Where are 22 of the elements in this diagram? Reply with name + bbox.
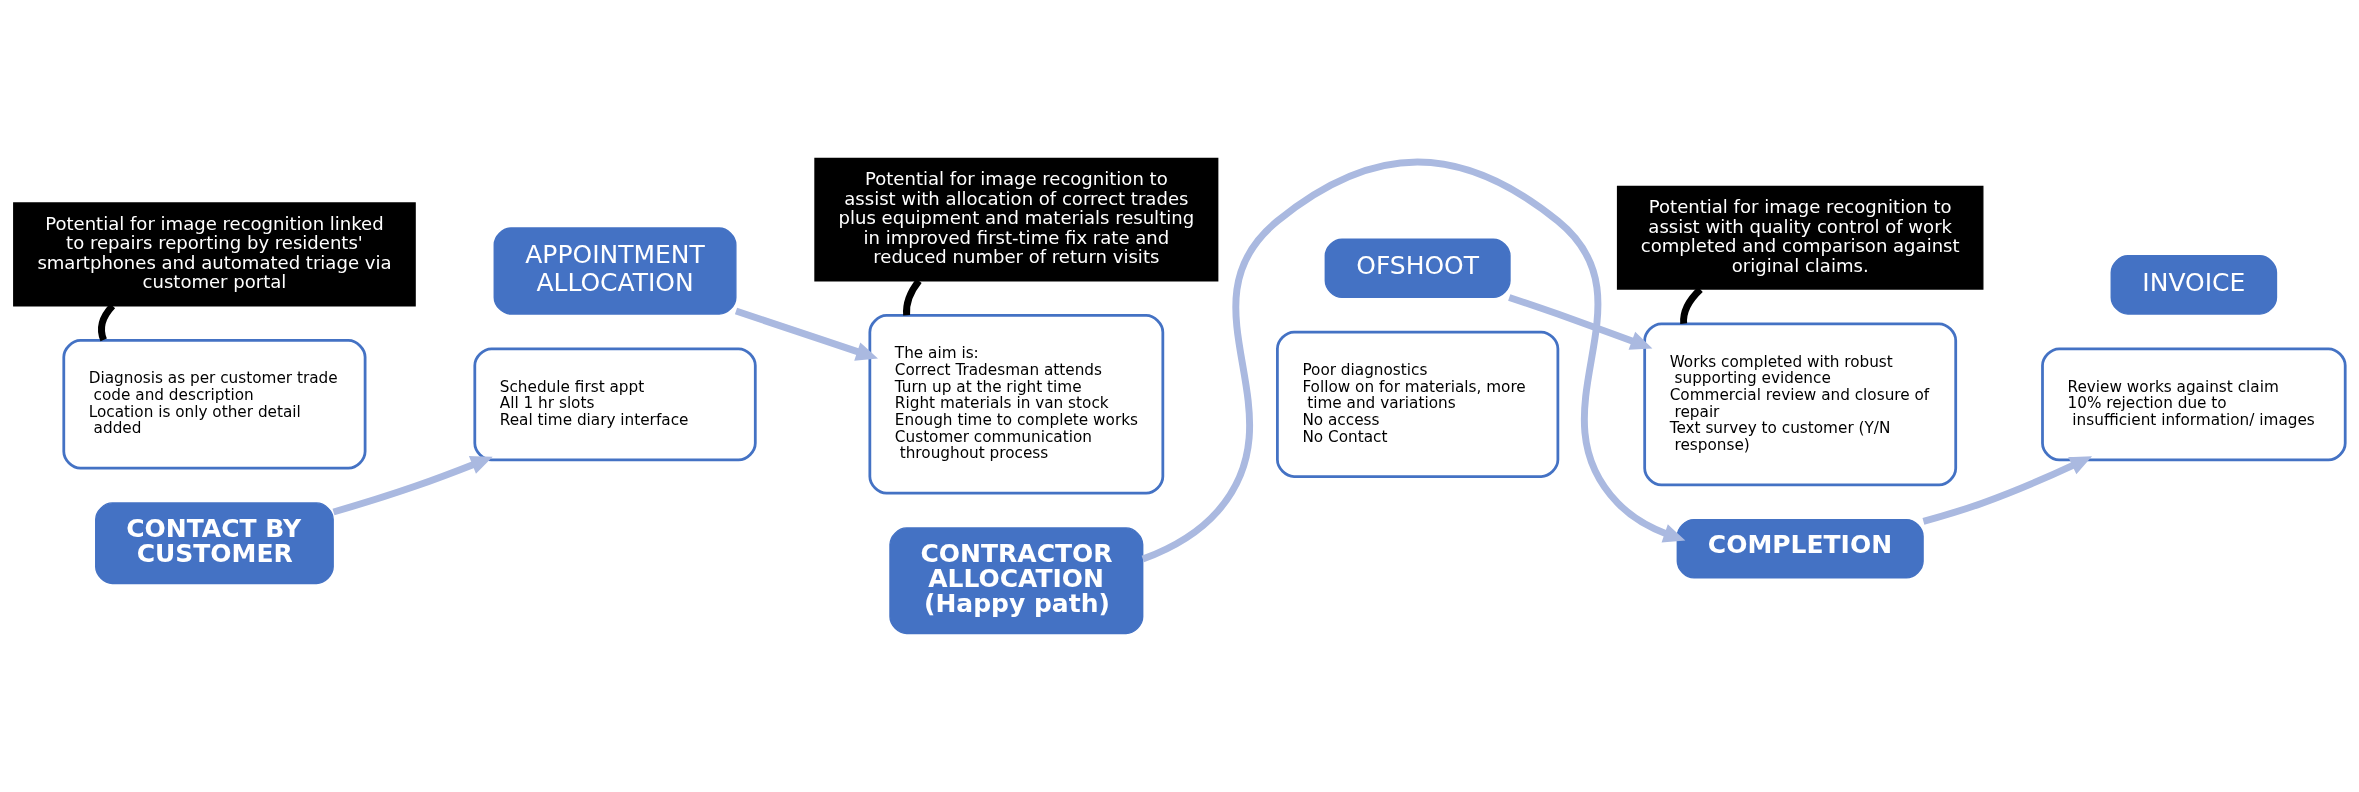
arrow [1922, 456, 2093, 525]
node-box: APPOINTMENT ALLOCATION [493, 227, 737, 315]
node-box: Potential for image recognition linked to repairs reporting by residents' smartphones and automated triage via customer portal [13, 202, 416, 307]
node-box: The aim is: Correct Tradesman attends Turn up at the right time Right materials in van stock Enough time to complete works Customer communication throughout process [868, 314, 1165, 495]
arrow [1508, 294, 1653, 350]
node-box: Works completed with robust supporting evidence Commercial review and closure of repair Text survey to customer (Y/N response) [1643, 322, 1958, 487]
connector [98, 303, 116, 342]
arrow [332, 456, 493, 516]
node-box: INVOICE [2110, 255, 2278, 315]
connector [903, 278, 922, 316]
node-box: OFSHOOT [1324, 238, 1511, 299]
node-box: CONTRACTOR ALLOCATION (Happy path) [889, 527, 1144, 635]
node-box: COMPLETION [1676, 518, 1924, 579]
node-box: Review works against claim 10% rejection due to insufficient information/ images [2041, 347, 2347, 462]
node-box: Diagnosis as per customer trade code and description Location is only other detail added [62, 339, 367, 470]
node-box: Potential for image recognition to assist with quality control of work completed and comparison against original claims. [1616, 185, 1984, 290]
node-box: CONTACT BY CUSTOMER [95, 502, 334, 585]
node-box: Potential for image recognition to assist with allocation of correct trades plus equipment and materials resulting in improved first-time fix rate and reduced number of return visits [814, 157, 1219, 282]
arrow [1141, 158, 1686, 563]
arrow [734, 307, 878, 361]
node-box: Schedule first appt All 1 hr slots Real time diary interface [473, 347, 757, 462]
node-box: Poor diagnostics Follow on for materials, more time and variations No access No Contact [1276, 330, 1560, 478]
